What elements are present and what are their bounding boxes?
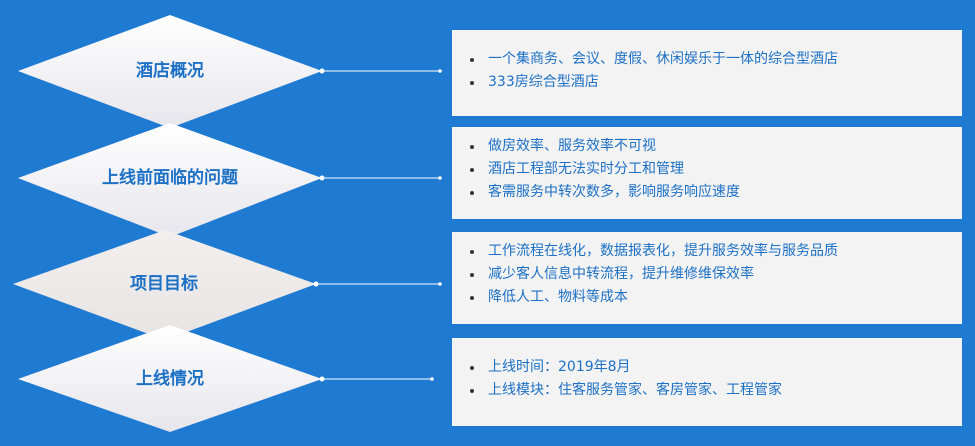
info-panel-hotel-overview: 一个集商务、会议、度假、休闲娱乐于一体的综合型酒店 333房综合型酒店	[452, 30, 962, 116]
bullet-dot-icon	[470, 145, 474, 149]
list-item-text: 一个集商务、会议、度假、休闲娱乐于一体的综合型酒店	[488, 51, 838, 67]
list-item-text: 酒店工程部无法实时分工和管理	[488, 161, 684, 177]
list-item-text: 上线模块：住客服务管家、客房管家、工程管家	[488, 382, 782, 398]
bullet-list: 一个集商务、会议、度假、休闲娱乐于一体的综合型酒店 333房综合型酒店	[462, 48, 952, 94]
list-item: 上线时间：2019年8月	[462, 356, 952, 379]
list-item: 做房效率、服务效率不可视	[462, 135, 952, 158]
connector-dot-3	[313, 281, 319, 287]
list-item: 上线模块：住客服务管家、客房管家、工程管家	[462, 379, 952, 402]
list-item-text: 工作流程在线化，数据报表化，提升服务效率与服务品质	[488, 243, 838, 259]
list-item-text: 做房效率、服务效率不可视	[488, 138, 656, 154]
list-item: 工作流程在线化，数据报表化，提升服务效率与服务品质	[462, 240, 952, 263]
list-item-text: 333房综合型酒店	[488, 74, 599, 90]
list-item: 一个集商务、会议、度假、休闲娱乐于一体的综合型酒店	[462, 48, 952, 71]
bullet-dot-icon	[470, 389, 474, 393]
bullet-list: 做房效率、服务效率不可视 酒店工程部无法实时分工和管理 客需服务中转次数多，影响…	[462, 135, 952, 204]
list-item-text: 降低人工、物料等成本	[488, 289, 628, 305]
connector-end-1	[438, 69, 442, 73]
connector-dot-2	[319, 175, 325, 181]
diamond-shape-3	[13, 230, 316, 340]
bullet-dot-icon	[470, 58, 474, 62]
list-item: 客需服务中转次数多，影响服务响应速度	[462, 181, 952, 204]
bullet-list: 上线时间：2019年8月 上线模块：住客服务管家、客房管家、工程管家	[462, 356, 952, 402]
bullet-dot-icon	[470, 366, 474, 370]
bullet-dot-icon	[470, 168, 474, 172]
list-item-text: 减少客人信息中转流程，提升维修维保效率	[488, 266, 754, 282]
bullet-list: 工作流程在线化，数据报表化，提升服务效率与服务品质 减少客人信息中转流程，提升维…	[462, 240, 952, 309]
connector-end-4	[430, 377, 434, 381]
diamond-shape-4	[18, 325, 322, 432]
connector-dot-1	[319, 68, 325, 74]
diamond-shape-2	[18, 123, 322, 237]
list-item: 酒店工程部无法实时分工和管理	[462, 158, 952, 181]
info-panel-launch-status: 上线时间：2019年8月 上线模块：住客服务管家、客房管家、工程管家	[452, 338, 962, 426]
bullet-dot-icon	[470, 191, 474, 195]
section-title-project-goals: 项目目标	[130, 274, 198, 294]
list-item-text: 上线时间：2019年8月	[488, 359, 631, 375]
info-panel-project-goals: 工作流程在线化，数据报表化，提升服务效率与服务品质 减少客人信息中转流程，提升维…	[452, 232, 962, 324]
bullet-dot-icon	[470, 273, 474, 277]
list-item: 降低人工、物料等成本	[462, 286, 952, 309]
list-item: 333房综合型酒店	[462, 71, 952, 94]
diamond-shape-1	[18, 15, 322, 128]
connector-end-2	[438, 176, 442, 180]
list-item-text: 客需服务中转次数多，影响服务响应速度	[488, 184, 740, 200]
connector-end-3	[438, 282, 442, 286]
bullet-dot-icon	[470, 250, 474, 254]
bullet-dot-icon	[470, 296, 474, 300]
section-title-hotel-overview: 酒店概况	[136, 61, 204, 81]
section-title-pre-launch-problems: 上线前面临的问题	[102, 168, 238, 188]
section-title-launch-status: 上线情况	[136, 369, 204, 389]
connector-dot-4	[319, 376, 325, 382]
info-panel-pre-launch-problems: 做房效率、服务效率不可视 酒店工程部无法实时分工和管理 客需服务中转次数多，影响…	[452, 127, 962, 219]
bullet-dot-icon	[470, 81, 474, 85]
list-item: 减少客人信息中转流程，提升维修维保效率	[462, 263, 952, 286]
